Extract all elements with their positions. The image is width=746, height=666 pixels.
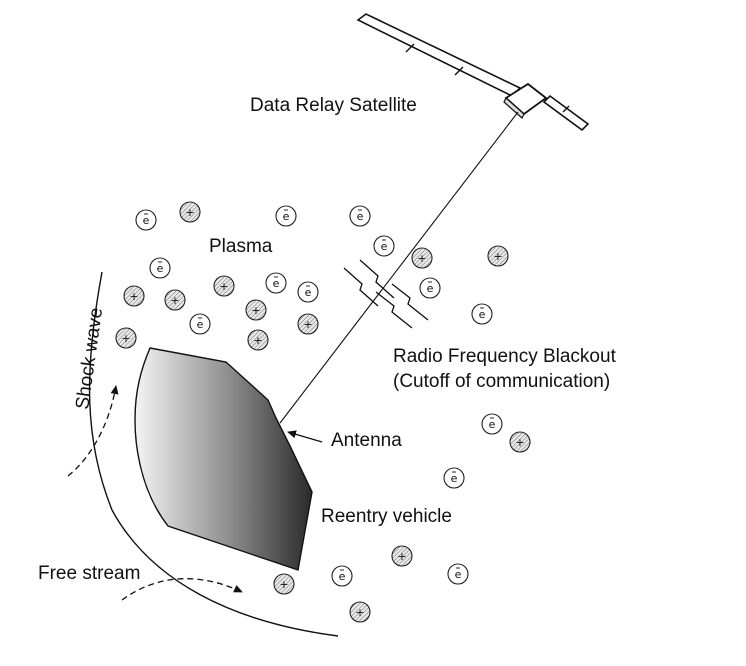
satellite-icon xyxy=(356,13,590,132)
electron-symbol: e xyxy=(157,262,164,275)
ion-symbol: + xyxy=(170,294,179,307)
electron-particle: e xyxy=(149,257,171,279)
ion-symbol: + xyxy=(515,436,524,449)
electron-particle: e xyxy=(443,467,465,489)
plasma-label: Plasma xyxy=(209,236,273,257)
electron-particle: e xyxy=(275,205,297,227)
plasma-particles: e + e e e + + e e + e e + + + e + e + + e + e e + e + + xyxy=(115,201,531,623)
electron-symbol: e xyxy=(143,214,150,227)
electron-particle: e xyxy=(331,565,353,587)
ion-symbol: + xyxy=(493,250,502,263)
ion-particle: + xyxy=(509,431,531,453)
ion-symbol: + xyxy=(219,280,228,293)
electron-particle: e xyxy=(471,303,493,325)
ion-particle: + xyxy=(487,245,509,267)
ion-particle: + xyxy=(213,275,235,297)
ion-particle: + xyxy=(115,327,137,349)
electron-symbol: e xyxy=(357,210,364,223)
electron-particle: e xyxy=(349,205,371,227)
signal-break-icon xyxy=(343,259,429,329)
ion-particle: + xyxy=(273,573,295,595)
electron-particle: e xyxy=(297,281,319,303)
free-stream-label: Free stream xyxy=(38,563,140,584)
ion-symbol: + xyxy=(129,290,138,303)
electron-symbol: e xyxy=(455,568,462,581)
ion-symbol: + xyxy=(279,578,288,591)
ion-particle: + xyxy=(391,545,413,567)
antenna-pointer-arrow xyxy=(287,430,323,443)
comm-link-line xyxy=(279,111,519,424)
ion-symbol: + xyxy=(185,206,194,219)
electron-particle: e xyxy=(481,413,503,435)
blackout-label-line1: Radio Frequency Blackout xyxy=(393,346,617,367)
ion-particle: + xyxy=(123,285,145,307)
electron-particle: e xyxy=(373,235,395,257)
satellite-label: Data Relay Satellite xyxy=(250,95,417,116)
electron-symbol: e xyxy=(283,210,290,223)
ion-symbol: + xyxy=(121,332,130,345)
flow-arrow-upper xyxy=(67,385,119,477)
electron-symbol: e xyxy=(427,282,434,295)
electron-symbol: e xyxy=(479,308,486,321)
ion-particle: + xyxy=(245,299,267,321)
electron-particle: e xyxy=(189,313,211,335)
shock-wave-curve xyxy=(88,271,339,637)
ion-particle: + xyxy=(164,289,186,311)
ion-particle: + xyxy=(179,201,201,223)
ion-symbol: + xyxy=(251,304,260,317)
ion-particle: + xyxy=(411,247,433,269)
electron-symbol: e xyxy=(381,240,388,253)
blackout-label-line2: (Cutoff of communication) xyxy=(393,371,610,392)
flow-arrow-lower xyxy=(121,578,243,601)
electron-particle: e xyxy=(135,209,157,231)
electron-particle: e xyxy=(419,277,441,299)
ion-particle: + xyxy=(297,313,319,335)
vehicle-label: Reentry vehicle xyxy=(321,506,452,527)
electron-symbol: e xyxy=(451,472,458,485)
ion-particle: + xyxy=(349,601,371,623)
ion-symbol: + xyxy=(355,606,364,619)
electron-particle: e xyxy=(447,563,469,585)
ion-symbol: + xyxy=(417,252,426,265)
antenna-label: Antenna xyxy=(331,430,402,451)
electron-symbol: e xyxy=(305,286,312,299)
shock-wave-label: Shock wave xyxy=(72,306,107,410)
electron-symbol: e xyxy=(273,277,280,290)
ion-particle: + xyxy=(247,329,269,351)
ion-symbol: + xyxy=(397,550,406,563)
ion-symbol: + xyxy=(303,318,312,331)
ion-symbol: + xyxy=(253,334,262,347)
electron-symbol: e xyxy=(197,318,204,331)
reentry-vehicle-icon xyxy=(134,347,313,571)
electron-symbol: e xyxy=(489,418,496,431)
electron-symbol: e xyxy=(339,570,346,583)
electron-particle: e xyxy=(265,272,287,294)
